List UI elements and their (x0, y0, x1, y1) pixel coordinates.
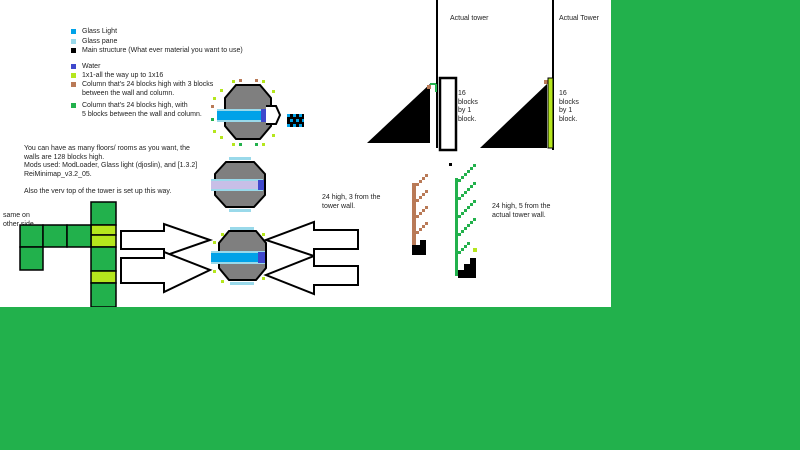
arrows (120, 220, 359, 296)
legend-item-ladder: 1x1-all the way up to 1x16 (71, 71, 163, 80)
legend-swatch (71, 29, 76, 34)
side-block-column (19, 201, 117, 307)
legend-label: Glass pane (82, 38, 118, 45)
label-actual-tower-1: Actual tower (450, 15, 489, 22)
legend-item-column-5: Column that's 24 blocks high, with 5 blo… (71, 101, 202, 119)
legend-label: Column that's 24 blocks high, with 5 blo… (82, 102, 202, 118)
legend-item-column-3: Column that's 24 blocks high with 3 bloc… (71, 80, 213, 98)
note-top: Also the verv top of the tower is set up… (24, 188, 172, 195)
legend-label: Column that's 24 blocks high with 3 bloc… (82, 81, 214, 97)
legend-label: 1x1-all the way up to 1x16 (82, 72, 164, 79)
legend-item-main-structure: Main structure (What ever material you w… (71, 46, 243, 55)
legend-item-glass-light: Glass Light (71, 27, 117, 36)
label-blocks-2: 16 blocks by 1 block. (559, 90, 579, 123)
legend-swatch (71, 64, 76, 69)
column-5-from-wall (455, 164, 477, 278)
legend-swatch (71, 103, 76, 108)
legend-item-water: Water (71, 62, 100, 71)
tower-elevation-1 (367, 0, 458, 166)
label-actual-tower-2: Actual Tower (559, 15, 599, 22)
label-column-3: 24 high, 3 from the tower wall. (322, 194, 381, 210)
legend-label: Glass Light (82, 28, 118, 35)
room-plan-1 (211, 79, 304, 146)
note-floors: You can have as many floors/ rooms as yo… (24, 145, 198, 178)
legend-swatch (71, 39, 76, 44)
tower-elevation-2 (480, 0, 554, 150)
legend-item-glass-pane: Glass pane (71, 37, 117, 46)
water-block-pattern (287, 114, 304, 127)
diagram-drawing (19, 0, 554, 307)
legend-swatch (71, 82, 76, 87)
note-same-side: same on other side (3, 212, 34, 228)
label-column-5: 24 high, 5 from the actual tower wall. (492, 203, 551, 219)
room-plan-2 (211, 157, 266, 212)
legend-swatch (71, 48, 76, 53)
label-blocks-1: 16 blocks by 1 block. (458, 90, 478, 123)
legend-swatch (71, 73, 76, 78)
room-plan-3 (211, 227, 267, 285)
legend-label: Main structure (What ever material you w… (82, 47, 243, 54)
legend-label: Water (82, 63, 101, 70)
column-3-from-wall (412, 174, 428, 255)
